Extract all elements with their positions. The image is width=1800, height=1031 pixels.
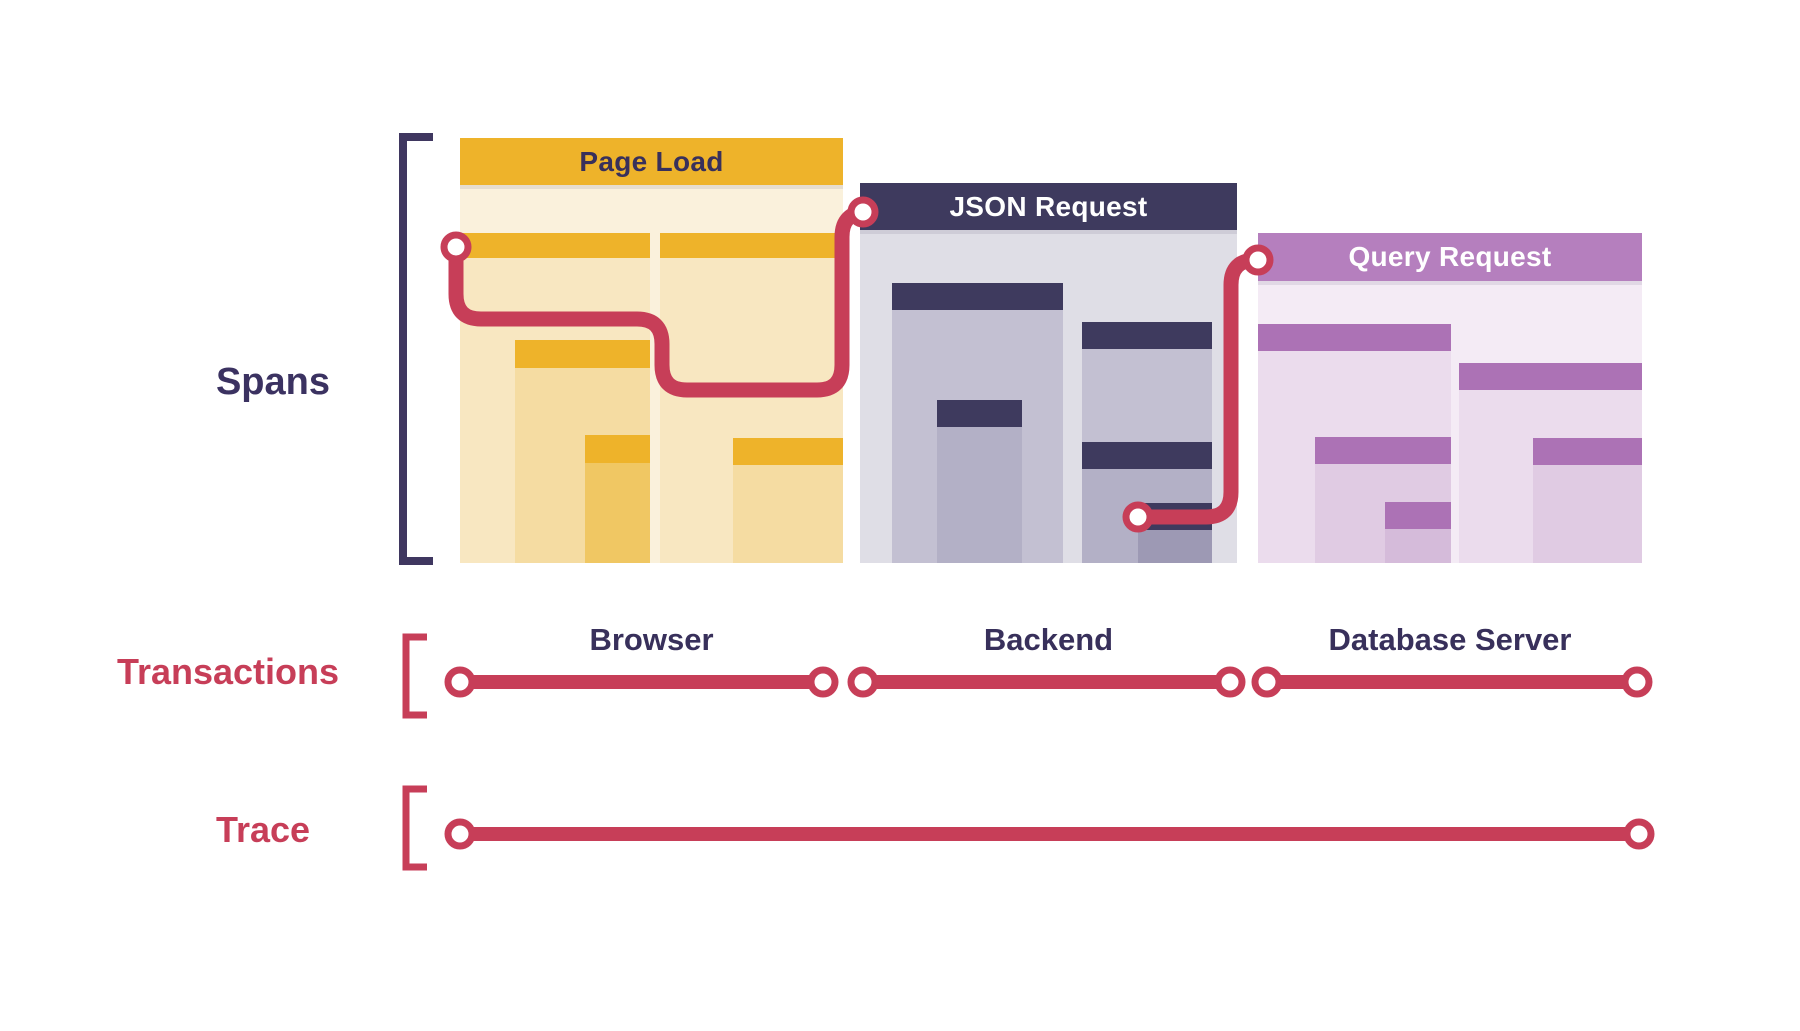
panel-query-request: Query Request xyxy=(1258,233,1642,563)
span-bar-header xyxy=(660,233,843,258)
transaction-endpoint-dot xyxy=(1251,666,1283,698)
span-bar-header xyxy=(1315,437,1451,464)
span-bar-header xyxy=(1082,442,1212,469)
span-bar-header xyxy=(1533,438,1642,465)
span-bar-header xyxy=(733,438,843,465)
transaction-endpoint-dot xyxy=(847,666,879,698)
span-bar-header xyxy=(1459,363,1642,390)
service-label-backend: Backend xyxy=(983,622,1114,657)
spans-bracket xyxy=(399,133,433,565)
span-bar-body xyxy=(1385,529,1451,563)
transaction-endpoint-dot xyxy=(1621,666,1653,698)
span-bar-body xyxy=(733,465,843,563)
service-label-browser: Browser xyxy=(589,622,714,657)
span-bar-header xyxy=(937,400,1022,427)
span-bar-body xyxy=(585,463,650,563)
transaction-endpoint-dot xyxy=(807,666,839,698)
query-request-title: Query Request xyxy=(1258,233,1642,281)
span-bar-header xyxy=(1138,503,1212,530)
span-bar-body xyxy=(1533,465,1642,563)
panel-page-load: Page Load xyxy=(460,138,843,563)
trace-endpoint-dot xyxy=(444,818,476,850)
transactions-label: Transactions xyxy=(116,651,340,692)
span-bar-header xyxy=(892,283,1063,310)
span-bar-header xyxy=(1258,324,1451,351)
span-bar-header xyxy=(515,340,650,368)
span-bar-body xyxy=(937,427,1022,563)
trace-label: Trace xyxy=(215,809,311,850)
transaction-endpoint-dot xyxy=(444,666,476,698)
span-bar-header xyxy=(460,233,650,258)
span-bar-header xyxy=(1082,322,1212,349)
span-bar-header xyxy=(585,435,650,463)
trace-endpoint-dot xyxy=(1623,818,1655,850)
transactions-bracket xyxy=(402,633,427,719)
spans-label: Spans xyxy=(215,360,330,403)
span-bar-header xyxy=(1385,502,1451,529)
transaction-endpoint-dot xyxy=(1214,666,1246,698)
json-request-title: JSON Request xyxy=(860,183,1237,230)
span-bar-body xyxy=(1138,530,1212,563)
service-label-database-server: Database Server xyxy=(1328,622,1572,657)
panel-json-request: JSON Request xyxy=(860,183,1237,563)
page-load-title: Page Load xyxy=(460,138,843,185)
